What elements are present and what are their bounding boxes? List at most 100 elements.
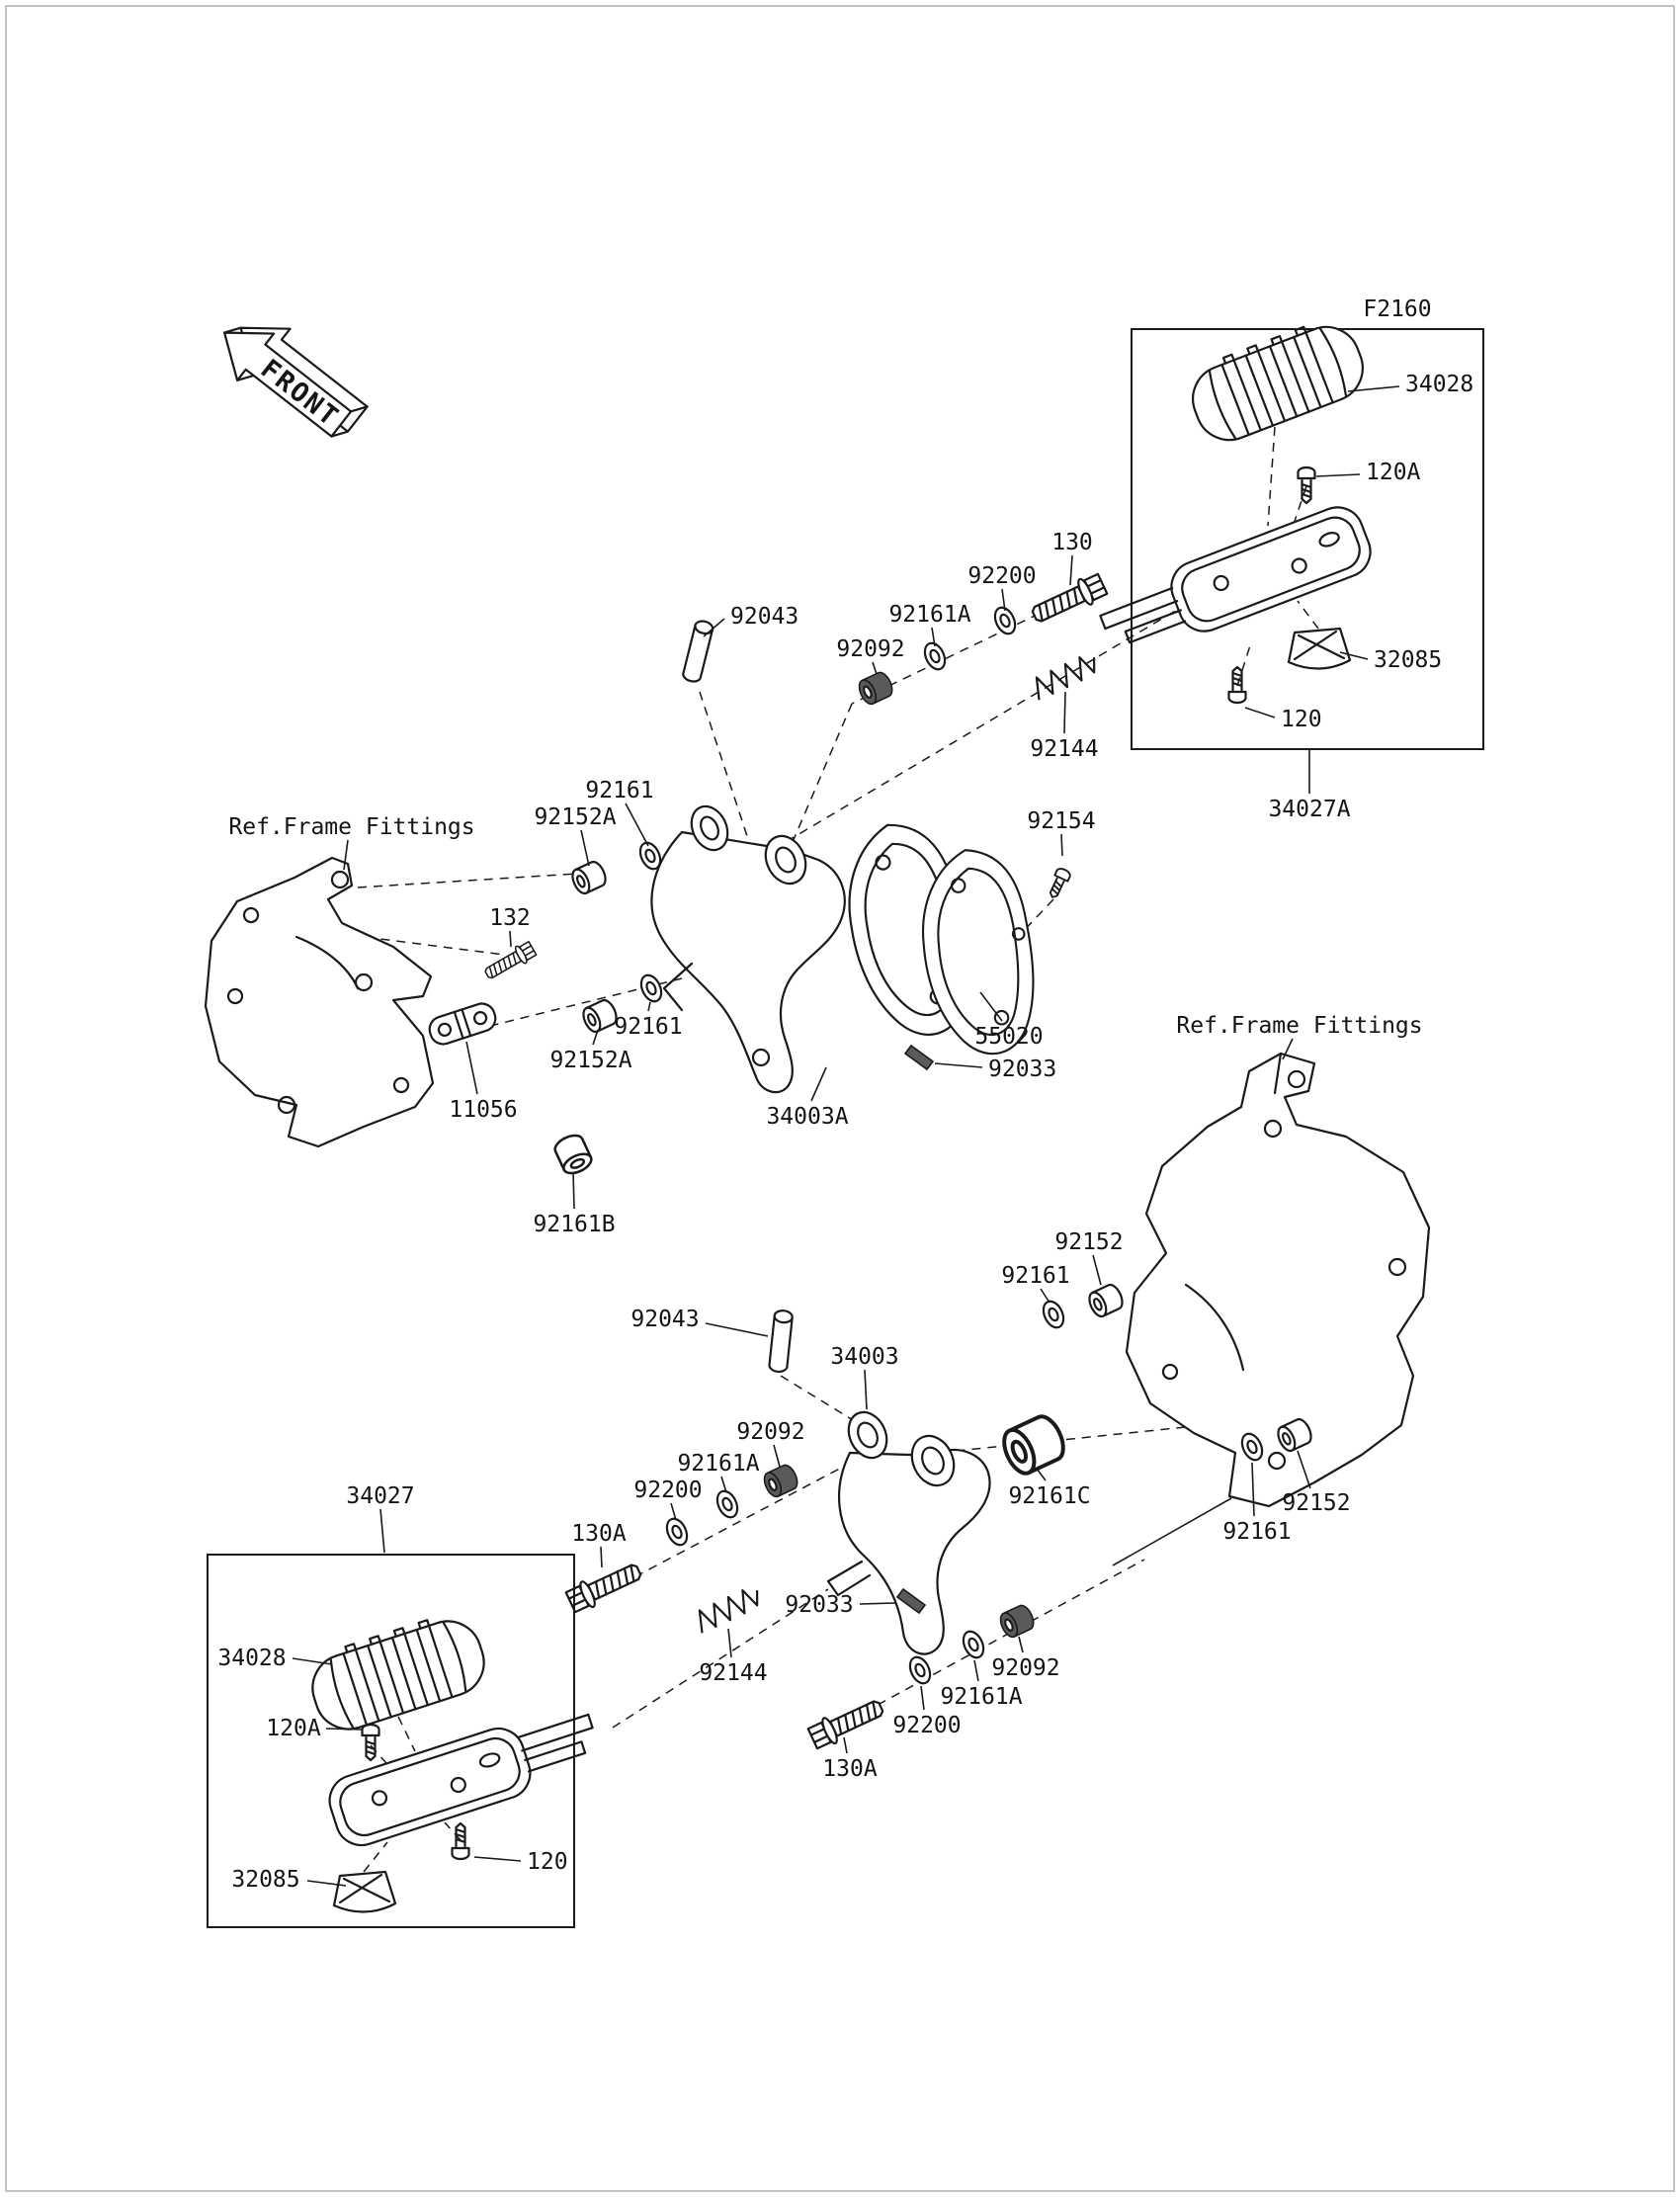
part-label-34003a: 34003A — [766, 1104, 848, 1130]
leader-line-92144 — [1063, 691, 1066, 734]
part-label-92152: 92152 — [1054, 1229, 1123, 1255]
footrest-34028-upper — [1179, 310, 1374, 452]
leader-line-130 — [1069, 554, 1073, 586]
part-label-92092: 92092 — [836, 636, 904, 662]
washer-92161A-lower-right — [958, 1627, 989, 1662]
leader-line-120a — [325, 1728, 363, 1731]
screw-92154 — [1045, 866, 1073, 901]
leader-line-120 — [1244, 707, 1276, 718]
leader-line-92152a — [592, 1029, 599, 1046]
leader-line-92200 — [1001, 588, 1006, 612]
leader-line-34003 — [864, 1369, 868, 1410]
bolt-130 — [1027, 569, 1110, 630]
footrest-plate-lower — [321, 1713, 594, 1853]
part-label-92200: 92200 — [892, 1713, 961, 1738]
leader-line-120 — [473, 1856, 522, 1862]
washer-92200-lower-left — [661, 1514, 693, 1550]
leader-line-34028 — [1347, 385, 1400, 392]
part-label-130a: 130A — [571, 1521, 627, 1547]
collar-92092-lower-right — [995, 1601, 1039, 1642]
clamp-11056 — [428, 1002, 497, 1046]
part-label-92161a: 92161A — [888, 602, 970, 628]
leader-line-34003a — [810, 1066, 827, 1102]
leader-line-92154 — [1060, 833, 1063, 857]
leader-line-130a — [600, 1546, 603, 1568]
part-label-130a: 130A — [822, 1756, 878, 1782]
frame-fitting-right — [1125, 1052, 1431, 1508]
part-label-34027a: 34027A — [1268, 797, 1350, 822]
part-label-92200: 92200 — [633, 1478, 702, 1503]
part-label-92144: 92144 — [699, 1660, 767, 1686]
leader-line-92152 — [1092, 1254, 1102, 1286]
assembly-box-34027A — [1131, 328, 1484, 750]
leader-line-92161 — [1040, 1288, 1050, 1304]
leader-line-11056 — [465, 1041, 478, 1095]
part-label-34028: 34028 — [217, 1646, 286, 1671]
washer-92200-lower-right — [904, 1652, 936, 1688]
part-label-120: 120 — [1281, 707, 1322, 732]
leader-line-92152 — [1297, 1450, 1311, 1489]
part-label-92043: 92043 — [630, 1307, 699, 1332]
leader-line-92161 — [647, 1001, 651, 1012]
leader-line-92200 — [920, 1685, 925, 1711]
part-label-92161b: 92161B — [533, 1212, 615, 1237]
leader-line-92144 — [727, 1628, 732, 1658]
leader-line-32085 — [1339, 651, 1369, 660]
collar-92092-lower-left — [759, 1461, 802, 1501]
washer-92161A-lower-left — [712, 1486, 743, 1522]
leader-line-92033 — [934, 1062, 983, 1068]
wedge-32085-upper — [1287, 627, 1352, 670]
part-label-130: 130 — [1051, 530, 1093, 555]
bolt-132 — [481, 939, 539, 984]
part-label-ref-frame-fittings: Ref.Frame Fittings — [228, 814, 474, 840]
part-label-92152a: 92152A — [549, 1048, 631, 1073]
leader-line-34027 — [379, 1508, 385, 1554]
part-label-92033: 92033 — [785, 1592, 853, 1618]
part-label-34027: 34027 — [346, 1483, 414, 1509]
part-label-92152: 92152 — [1282, 1490, 1350, 1516]
part-label-ref-frame-fittings: Ref.Frame Fittings — [1176, 1013, 1422, 1039]
leader-line-34028 — [292, 1657, 333, 1665]
part-label-92033: 92033 — [988, 1056, 1056, 1082]
leader-line-92152a — [580, 829, 590, 867]
leader-line-92043 — [705, 1322, 769, 1337]
leader-line-92161 — [625, 803, 649, 847]
leader-line-92043 — [703, 618, 725, 637]
leader-line-132 — [509, 930, 512, 948]
part-label-92161: 92161 — [1001, 1263, 1069, 1289]
collar-92161C — [996, 1409, 1071, 1480]
screw-120-lower — [451, 1821, 470, 1861]
front-arrow: FRONT — [222, 326, 369, 438]
washer-92161-2 — [635, 971, 667, 1006]
page-border — [5, 5, 1675, 2192]
part-label-120a: 120A — [1366, 460, 1421, 485]
leader-line-92161c — [1036, 1468, 1047, 1481]
bracket-34003 — [826, 1410, 991, 1655]
frame-fitting-left — [204, 856, 435, 1148]
leader-line-92092 — [872, 661, 878, 675]
leader-line-92161a — [720, 1476, 727, 1493]
leader-line-92161 — [1251, 1462, 1255, 1517]
pin-92043-lower — [767, 1309, 795, 1374]
leader-line-92092 — [773, 1444, 781, 1468]
bolt-130A-left — [563, 1557, 646, 1617]
part-label-92161: 92161 — [1222, 1519, 1291, 1545]
leader-line-92161a — [931, 627, 936, 647]
pin-92033-lower — [895, 1587, 927, 1615]
leader-line-92033 — [859, 1602, 896, 1605]
assembly-34027A — [1099, 310, 1484, 750]
collar-92152-mid — [1084, 1281, 1128, 1320]
leader-line-ref-frame-fittings — [343, 839, 349, 871]
part-label-92161c: 92161C — [1008, 1483, 1090, 1509]
screw-120-upper — [1227, 665, 1247, 705]
part-label-32085: 32085 — [1374, 647, 1442, 673]
part-label-92092: 92092 — [736, 1419, 804, 1445]
part-label-132: 132 — [489, 905, 531, 931]
part-label-120: 120 — [527, 1849, 568, 1875]
wedge-32085-lower — [332, 1870, 397, 1913]
part-label-92043: 92043 — [730, 604, 798, 630]
assembly-34027 — [207, 1554, 594, 1928]
part-label-32085: 32085 — [231, 1867, 299, 1893]
